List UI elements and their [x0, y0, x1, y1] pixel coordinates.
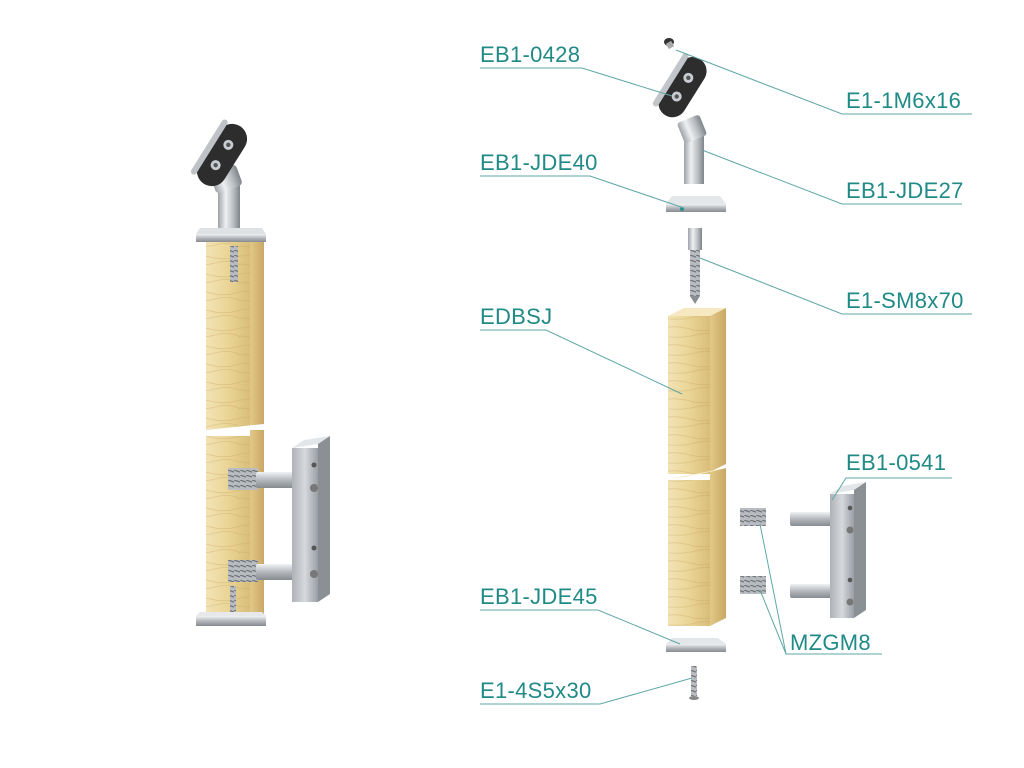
part-screw-s5: [689, 666, 699, 700]
leader-e1-sm8x70: [699, 257, 972, 315]
assembled-post: [190, 119, 330, 626]
leader-lines: [480, 49, 972, 705]
leader-eb1-jde40: [480, 175, 685, 209]
assembled-bottom-plate: [196, 616, 266, 626]
label-edbsj: EDBSJ: [480, 304, 553, 329]
label-eb1-jde40: EB1-JDE40: [480, 150, 598, 175]
leader-mzgm8-a: [759, 523, 787, 655]
part-threaded-inserts: [740, 508, 766, 594]
leader-e1-1m6x16: [675, 49, 972, 115]
label-mzgm8: MZGM8: [790, 630, 871, 655]
part-arm: [677, 115, 707, 184]
part-wood-post-lower: [668, 468, 726, 626]
leader-eb1-jde27: [701, 149, 962, 205]
leader-eb1-0541: [831, 477, 952, 501]
part-top-plate: [666, 196, 726, 212]
part-screw-sm8: [688, 228, 702, 304]
assembled-wood-post-lower: [206, 430, 264, 616]
assembled-wood-post-upper: [206, 242, 264, 436]
leader-mzgm8-b: [759, 589, 882, 655]
part-bottom-plate: [666, 638, 726, 652]
label-eb1-0541: EB1-0541: [846, 450, 947, 475]
assembled-saddle-assembly: [190, 119, 248, 236]
part-side-bracket: [790, 482, 866, 618]
assembled-top-plate: [196, 234, 266, 242]
label-e1-sm8x70: E1-SM8x70: [846, 288, 964, 313]
part-saddle: [652, 52, 707, 118]
label-eb1-jde45: EB1-JDE45: [480, 584, 598, 609]
exploded-view: [652, 38, 866, 700]
leader-e1-4s5x30: [480, 677, 693, 705]
leader-edbsj: [480, 329, 683, 395]
part-screw-m6: [664, 38, 675, 50]
leader-eb1-0428: [480, 67, 673, 97]
label-e1-4s5x30: E1-4S5x30: [480, 678, 592, 703]
assembled-side-bracket: [292, 436, 330, 602]
leader-eb1-jde45: [480, 609, 681, 645]
part-wood-post-upper: [668, 308, 726, 474]
label-e1-1m6x16: E1-1M6x16: [846, 88, 962, 113]
label-eb1-0428: EB1-0428: [480, 42, 581, 67]
label-eb1-jde27: EB1-JDE27: [846, 178, 964, 203]
